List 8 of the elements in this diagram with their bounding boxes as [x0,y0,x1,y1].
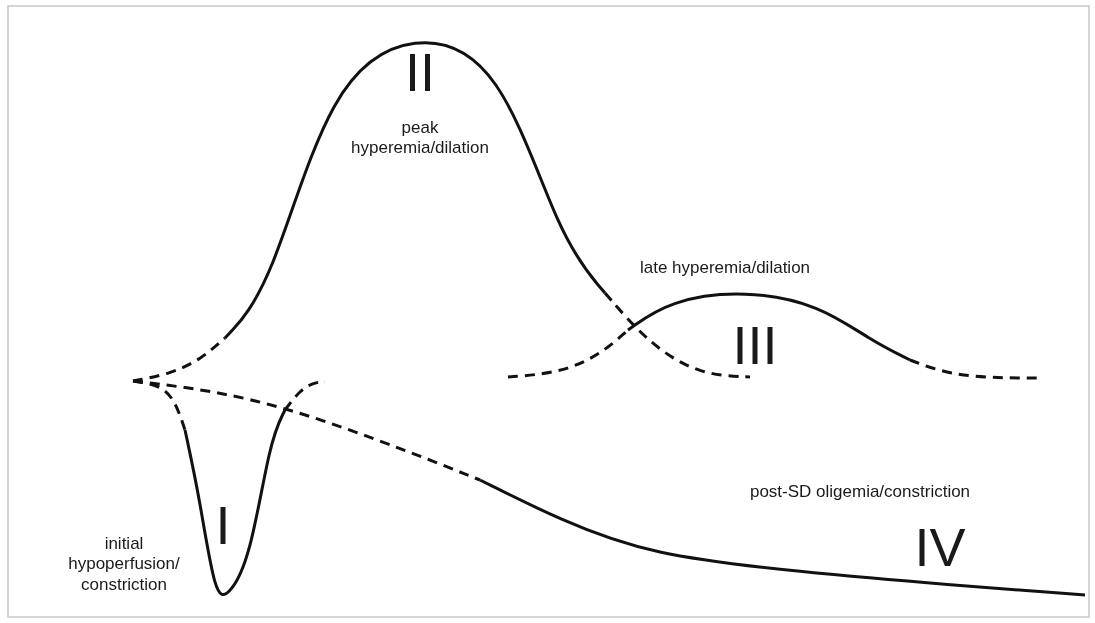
phase-label: post-SD oligemia/constriction [748,482,972,503]
phase-label: peak hyperemia/dilation [350,118,490,159]
phase-numeral: IV [913,520,967,574]
phase-label: late hyperemia/dilation [638,258,812,279]
phase-numeral: II [404,45,436,99]
phase-numeral: III [731,318,779,372]
phase-label: initial hypoperfusion/constriction [67,534,181,596]
phase-numeral: I [214,498,232,552]
